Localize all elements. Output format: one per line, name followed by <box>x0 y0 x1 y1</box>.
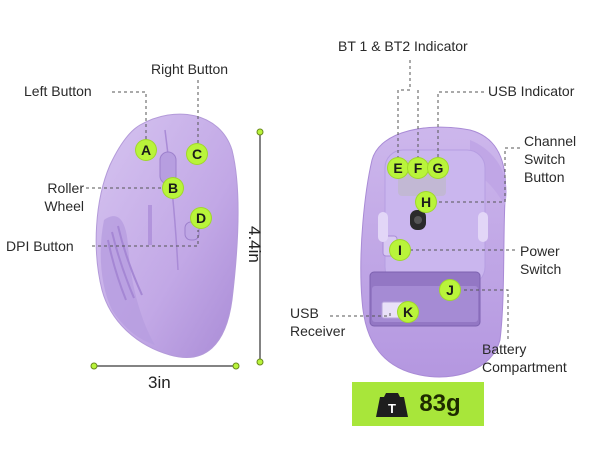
weight-icon-letter: T <box>388 401 396 416</box>
leader-lines <box>86 60 520 340</box>
dimension-endpoints <box>90 128 264 370</box>
label-right-button: Right Button <box>151 61 229 77</box>
callout-f: F <box>408 158 428 178</box>
label-power-switch-line2: Switch <box>520 261 562 277</box>
label-usb-receiver-line2: Receiver <box>290 323 346 339</box>
label-channel-switch-line3: Button <box>524 169 565 185</box>
callout-e: E <box>388 158 408 178</box>
label-battery-line1: Battery <box>482 341 527 357</box>
callout-c: C <box>187 144 207 164</box>
callout-k: K <box>398 302 418 322</box>
dimension-height: 4.4in <box>245 226 264 263</box>
mouse-bottom-view <box>360 126 507 378</box>
label-roller-wheel-line2: Wheel <box>44 198 84 214</box>
dimension-lines <box>94 132 261 367</box>
label-channel-switch-line2: Switch <box>524 151 566 167</box>
weight-value: 83g <box>419 390 461 417</box>
callout-j: J <box>440 280 460 300</box>
label-battery-line2: Compartment <box>482 359 567 375</box>
callout-g: G <box>428 158 448 178</box>
label-usb-receiver-line1: USB <box>290 305 319 321</box>
callout-i: I <box>390 240 410 260</box>
label-roller-wheel-line1: Roller <box>47 180 84 196</box>
label-dpi-button: DPI Button <box>6 238 74 254</box>
label-left-button: Left Button <box>24 83 92 99</box>
label-channel-switch-line1: Channel <box>524 133 577 149</box>
label-bt-indicator: BT 1 & BT2 Indicator <box>338 38 468 54</box>
callout-b: B <box>163 178 183 198</box>
mouse-top-view <box>95 113 239 359</box>
weight-badge: T 83g <box>352 382 484 426</box>
callout-h: H <box>416 192 436 212</box>
callout-a: A <box>136 140 156 160</box>
callout-d: D <box>191 208 211 228</box>
dimension-width: 3in <box>148 373 171 392</box>
label-usb-indicator: USB Indicator <box>488 83 575 99</box>
weight-icon: T <box>376 393 409 417</box>
label-power-switch-line1: Power <box>520 243 560 259</box>
